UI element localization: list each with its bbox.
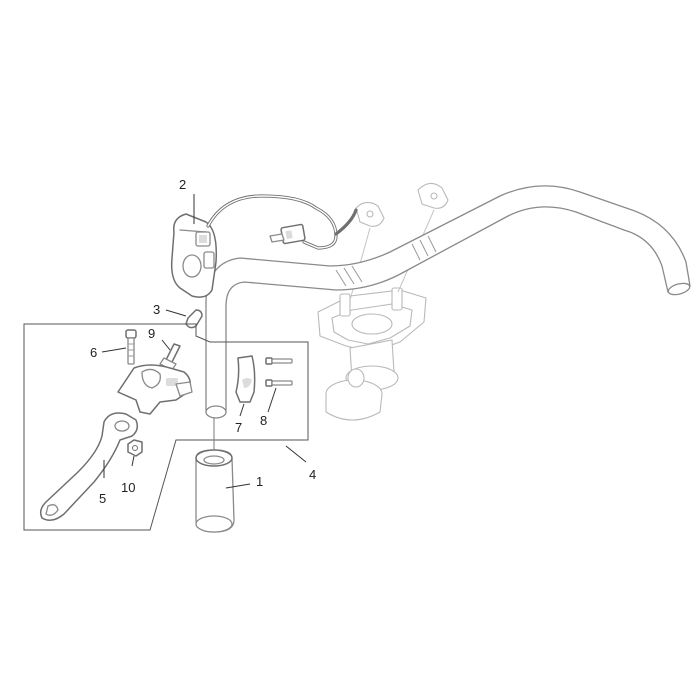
part-10-nut bbox=[127, 439, 143, 457]
part-7-clamp-bracket bbox=[235, 355, 256, 403]
callout-8: 8 bbox=[260, 413, 267, 428]
part-8-screws bbox=[265, 357, 293, 387]
lever-bracket bbox=[117, 364, 193, 415]
callout-9: 9 bbox=[148, 326, 155, 341]
handlebar-clamp-cap-left bbox=[355, 201, 385, 227]
callout-4: 4 bbox=[309, 467, 316, 482]
cable-connector bbox=[269, 223, 306, 245]
callout-labels: 1 2 3 4 5 6 7 8 9 10 bbox=[90, 177, 316, 506]
leader-lines bbox=[101, 194, 307, 489]
callout-3: 3 bbox=[153, 302, 160, 317]
part-5-lever bbox=[39, 412, 139, 521]
handlebar bbox=[205, 185, 691, 419]
callout-10: 10 bbox=[121, 480, 135, 495]
part-6-pivot-bolt bbox=[125, 329, 137, 365]
callout-7: 7 bbox=[235, 420, 242, 435]
handlebar-clamp-cap-right bbox=[417, 182, 449, 209]
callout-6: 6 bbox=[90, 345, 97, 360]
triple-clamp bbox=[317, 287, 427, 421]
assembly-group-outline bbox=[23, 323, 309, 531]
switch-housing bbox=[170, 213, 218, 298]
callout-1: 1 bbox=[256, 474, 263, 489]
part-3-plug bbox=[185, 309, 203, 329]
switch-cable bbox=[206, 194, 358, 250]
part-1-grip bbox=[195, 449, 235, 533]
callout-5: 5 bbox=[99, 491, 106, 506]
callout-2: 2 bbox=[179, 177, 186, 192]
